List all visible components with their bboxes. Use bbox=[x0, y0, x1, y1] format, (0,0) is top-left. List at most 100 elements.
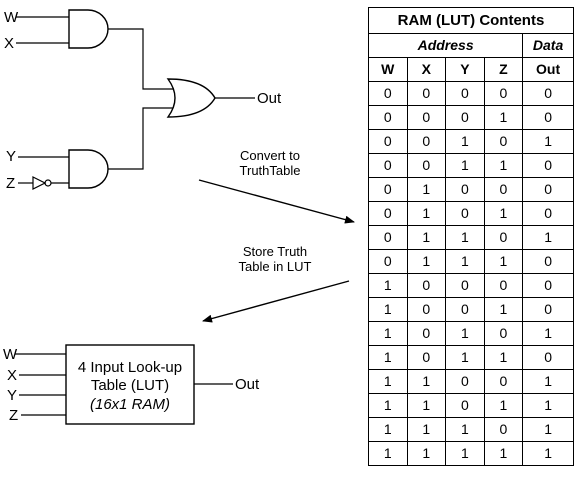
table-cell: 0 bbox=[522, 345, 574, 370]
table-cell: 0 bbox=[368, 201, 408, 226]
table-cell: 1 bbox=[445, 153, 485, 178]
table-cell: 0 bbox=[445, 297, 485, 322]
table-cell: 1 bbox=[368, 417, 408, 442]
table-cell: 1 bbox=[368, 441, 408, 466]
table-cell: 1 bbox=[368, 345, 408, 370]
and-gate-bottom bbox=[68, 149, 109, 189]
table-cell: 0 bbox=[483, 417, 524, 442]
table-cell: 1 bbox=[445, 129, 485, 154]
store-arrow bbox=[202, 280, 350, 323]
table-cell: 1 bbox=[445, 417, 485, 442]
input-label-x-lut: X bbox=[7, 367, 17, 384]
store-note-line1: Store Truth bbox=[243, 244, 307, 259]
or-gate bbox=[166, 78, 216, 118]
table-cell: 1 bbox=[522, 225, 574, 250]
table-cell: 0 bbox=[522, 201, 574, 226]
wire-and-top-to-or bbox=[108, 28, 173, 90]
input-label-y-lut: Y bbox=[7, 387, 17, 404]
table-cell: 1 bbox=[483, 297, 524, 322]
table-cell: 1 bbox=[368, 273, 408, 298]
table-cell: 0 bbox=[522, 153, 574, 178]
table-cell: 1 bbox=[445, 225, 485, 250]
input-label-w-top: W bbox=[4, 9, 19, 26]
table-cell: 0 bbox=[368, 225, 408, 250]
table-cell: 1 bbox=[445, 249, 485, 274]
table-cell: 1 bbox=[483, 249, 524, 274]
table-cell: 1 bbox=[445, 321, 485, 346]
output-label-top: Out bbox=[257, 90, 282, 107]
table-cell: 0 bbox=[483, 321, 524, 346]
column-header: Out bbox=[522, 57, 574, 82]
table-cell: 0 bbox=[522, 81, 574, 106]
column-header: Y bbox=[445, 57, 485, 82]
table-cell: 0 bbox=[483, 81, 524, 106]
table-cell: 0 bbox=[522, 249, 574, 274]
and-gate-top bbox=[68, 9, 109, 49]
table-cell: 0 bbox=[483, 129, 524, 154]
table-cell: 0 bbox=[368, 249, 408, 274]
table-cell: 0 bbox=[445, 393, 485, 418]
table-cell: 1 bbox=[522, 129, 574, 154]
table-cell: 0 bbox=[368, 177, 408, 202]
table-cell: 1 bbox=[368, 321, 408, 346]
table-cell: 1 bbox=[522, 441, 574, 466]
table-cell: 1 bbox=[406, 225, 447, 250]
table-cell: 0 bbox=[368, 153, 408, 178]
table-cell: 1 bbox=[483, 345, 524, 370]
table-cell: 0 bbox=[445, 81, 485, 106]
table-cell: 0 bbox=[406, 297, 447, 322]
input-label-w-lut: W bbox=[3, 346, 18, 363]
table-cell: 1 bbox=[445, 441, 485, 466]
table-cell: 1 bbox=[368, 369, 408, 394]
table-cell: 0 bbox=[522, 273, 574, 298]
table-cell: 0 bbox=[483, 369, 524, 394]
table-cell: 0 bbox=[522, 177, 574, 202]
output-label-lut: Out bbox=[235, 376, 260, 393]
table-cell: 0 bbox=[406, 153, 447, 178]
table-cell: 1 bbox=[406, 201, 447, 226]
table-cell: 0 bbox=[406, 129, 447, 154]
column-header: W bbox=[368, 57, 408, 82]
wire-and-bottom-to-or bbox=[108, 107, 173, 170]
input-label-z-top: Z bbox=[6, 175, 15, 192]
table-cell: 1 bbox=[483, 441, 524, 466]
table-cell: 1 bbox=[522, 369, 574, 394]
address-header: Address bbox=[367, 33, 524, 58]
table-cell: 0 bbox=[483, 225, 524, 250]
table-cell: 1 bbox=[368, 297, 408, 322]
table-cell: 1 bbox=[406, 417, 447, 442]
not-gate bbox=[32, 176, 52, 190]
table-cell: 0 bbox=[445, 369, 485, 394]
convert-note-line2: TruthTable bbox=[240, 163, 301, 178]
input-label-z-lut: Z bbox=[9, 407, 18, 424]
table-cell: 0 bbox=[445, 177, 485, 202]
lut-block-line3: (16x1 RAM) bbox=[90, 396, 170, 413]
table-cell: 1 bbox=[368, 393, 408, 418]
table-cell: 0 bbox=[368, 129, 408, 154]
table-cell: 0 bbox=[406, 321, 447, 346]
lut-block-line2: Table (LUT) bbox=[91, 377, 169, 394]
table-cell: 0 bbox=[445, 201, 485, 226]
table-cell: 1 bbox=[406, 393, 447, 418]
table-cell: 0 bbox=[445, 105, 485, 130]
table-cell: 1 bbox=[522, 417, 574, 442]
table-cell: 1 bbox=[483, 393, 524, 418]
table-cell: 1 bbox=[445, 345, 485, 370]
table-cell: 0 bbox=[522, 297, 574, 322]
convert-note-line1: Convert to bbox=[240, 148, 300, 163]
table-cell: 0 bbox=[368, 105, 408, 130]
